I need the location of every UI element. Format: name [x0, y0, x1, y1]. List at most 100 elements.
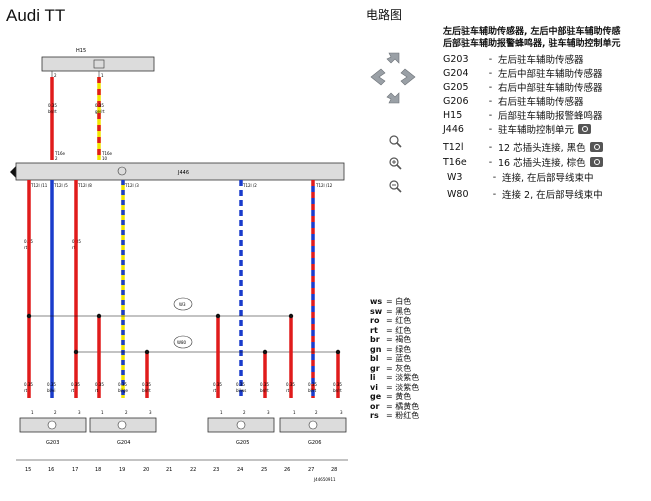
svg-text:0.35: 0.35: [308, 382, 317, 387]
svg-text:1: 1: [293, 410, 296, 415]
svg-text:0.35: 0.35: [236, 382, 245, 387]
color-code-br: br= 褐色: [370, 335, 412, 344]
svg-text:3: 3: [267, 410, 270, 415]
w80-splice[interactable]: [173, 335, 193, 349]
camera-icon[interactable]: [589, 157, 603, 167]
color-code-vi: vi= 淡紫色: [370, 382, 420, 392]
zoom-in-icon[interactable]: [388, 156, 402, 170]
wiring-diagram: H15 2 1 0.35 br/rt 0.35 ge/rt T16e 2 T16…: [10, 48, 348, 482]
svg-text:19: 19: [119, 467, 125, 473]
svg-text:27: 27: [308, 467, 314, 473]
legend-row-t16e: T16e-16 芯插头连接, 棕色: [443, 155, 603, 169]
camera-icon[interactable]: [589, 142, 603, 152]
svg-text:rt: rt: [213, 388, 217, 393]
g203-label: G203: [46, 440, 59, 446]
color-code-ro: ro= 红色: [370, 316, 412, 325]
svg-text:0.35: 0.35: [48, 103, 57, 108]
subtitle-line-1: 左后驻车辅助传感器, 左后中部驻车辅助传感: [443, 27, 621, 37]
svg-text:3: 3: [78, 410, 81, 415]
svg-text:25: 25: [261, 467, 267, 473]
magnifier-icon[interactable]: [388, 134, 402, 148]
color-code-rt: rt= 红色: [370, 325, 412, 335]
legend-row-g203: G203-左后驻车辅助传感器: [443, 53, 584, 67]
color-code-gr: gr= 灰色: [370, 363, 412, 373]
g206-label: G206: [308, 440, 321, 446]
legend-row-g205: G205-右后中部驻车辅助传感器: [443, 81, 603, 95]
svg-text:20: 20: [143, 467, 149, 473]
sensor-icon: [117, 420, 127, 430]
svg-text:T16e: T16e: [54, 151, 66, 156]
svg-text:17: 17: [72, 467, 78, 473]
svg-text:rt: rt: [95, 388, 99, 393]
diagram-heading: 电路图: [366, 8, 403, 22]
svg-text:28: 28: [331, 467, 337, 473]
svg-text:br/rt: br/rt: [333, 388, 342, 393]
color-code-ge: ge= 黄色: [370, 392, 412, 401]
color-code-sw: sw= 黑色: [370, 306, 412, 316]
svg-text:rt: rt: [72, 245, 76, 250]
svg-text:2: 2: [125, 410, 128, 415]
app-title: Audi TT: [6, 6, 66, 25]
g204-label: G204: [117, 440, 130, 446]
pan-left-icon[interactable]: [370, 68, 386, 86]
svg-text:18: 18: [95, 467, 101, 473]
ruler-numbers: 15 16 17 18 19 20 21 22 23 24 25 26 27 2…: [25, 467, 337, 473]
svg-text:T12l /3: T12l /3: [124, 183, 139, 188]
t1-pin: 2: [54, 73, 57, 78]
legend-row-h15: H15-后部驻车辅助报警蜂鸣器: [443, 109, 603, 123]
color-code-or: or= 橘黄色: [370, 401, 420, 411]
pan-down-icon[interactable]: [386, 92, 400, 104]
svg-text:T16e: T16e: [101, 151, 113, 156]
junction-dots: [26, 313, 341, 355]
svg-text:0.35: 0.35: [118, 382, 127, 387]
svg-text:0.35: 0.35: [333, 382, 342, 387]
svg-text:bl/rt: bl/rt: [308, 388, 317, 393]
svg-text:ge/rt: ge/rt: [95, 109, 105, 114]
svg-text:21: 21: [166, 467, 172, 473]
svg-text:0.35: 0.35: [95, 103, 104, 108]
svg-text:2: 2: [315, 410, 318, 415]
h15-box[interactable]: [41, 56, 155, 72]
svg-text:0.35: 0.35: [47, 382, 56, 387]
svg-text:1: 1: [31, 410, 34, 415]
pan-right-icon[interactable]: [400, 68, 416, 86]
svg-text:2: 2: [243, 410, 246, 415]
page-left-arrow[interactable]: [10, 166, 16, 178]
g205-label: G205: [236, 440, 249, 446]
legend-row-t12l: T12l-12 芯插头连接, 黑色: [443, 140, 603, 154]
svg-text:rt: rt: [24, 245, 28, 250]
svg-text:0.35: 0.35: [24, 382, 33, 387]
svg-text:W3: W3: [179, 302, 186, 307]
svg-text:0.35: 0.35: [260, 382, 269, 387]
color-code-bl: bl= 蓝色: [370, 354, 412, 363]
svg-text:bl/ws: bl/ws: [236, 388, 246, 393]
svg-text:bl/vi: bl/vi: [47, 388, 55, 393]
camera-icon[interactable]: [578, 124, 592, 134]
svg-text:26: 26: [284, 467, 290, 473]
pan-up-icon[interactable]: [386, 52, 400, 64]
svg-text:W80: W80: [177, 340, 187, 345]
svg-text:22: 22: [190, 467, 196, 473]
svg-text:0.35: 0.35: [71, 382, 80, 387]
legend-row-g204: G204-左后中部驻车辅助传感器: [443, 67, 603, 81]
svg-text:23: 23: [213, 467, 219, 473]
h15-label: H15: [76, 48, 86, 54]
svg-text:br/rt: br/rt: [260, 388, 269, 393]
svg-text:16: 16: [48, 467, 54, 473]
svg-text:T12l /2: T12l /2: [242, 183, 257, 188]
svg-text:24: 24: [237, 467, 243, 473]
svg-text:bl/ge: bl/ge: [118, 388, 129, 393]
svg-text:0.35: 0.35: [213, 382, 222, 387]
svg-text:br/rt: br/rt: [48, 109, 57, 114]
pan-control: [370, 52, 416, 104]
ground-icon: [117, 166, 127, 176]
j446-label: J446: [177, 170, 189, 176]
j446-box[interactable]: [15, 162, 345, 181]
svg-text:3: 3: [340, 410, 343, 415]
sensor-icon: [308, 420, 318, 430]
svg-text:1: 1: [101, 410, 104, 415]
svg-text:0.35: 0.35: [142, 382, 151, 387]
zoom-out-icon[interactable]: [388, 179, 402, 193]
w3-splice[interactable]: [173, 297, 193, 311]
svg-text:2: 2: [55, 156, 58, 161]
